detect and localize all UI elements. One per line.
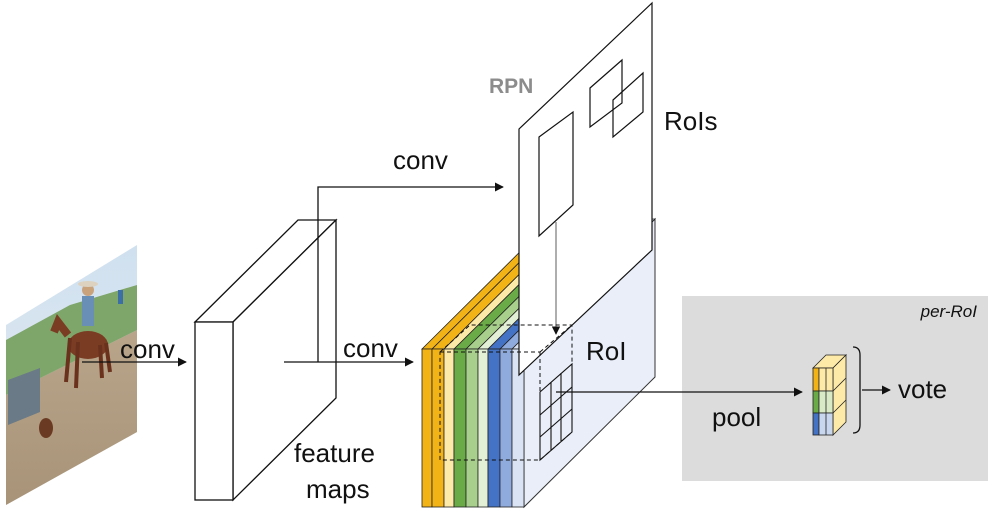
rois-label: RoIs <box>664 106 717 136</box>
conv-input-label: conv <box>120 334 175 364</box>
conv-rpn-arrow <box>317 182 504 362</box>
rpn-proposal-box <box>612 71 644 139</box>
vote-label: vote <box>898 374 947 404</box>
per-roi-label: per-RoI <box>920 302 978 321</box>
input-image <box>6 245 137 505</box>
rpn-proposal-box <box>589 58 623 129</box>
conv-top-label: conv <box>393 145 448 175</box>
rpn-proposal-box <box>538 110 574 238</box>
feature-maps-box <box>193 218 338 502</box>
rpn-label: RPN <box>489 75 533 98</box>
pooled-feature <box>812 354 847 436</box>
feature-maps-label-line1: feature <box>294 438 375 468</box>
vote-bracket <box>852 346 861 434</box>
pool-label: pool <box>712 402 761 432</box>
feature-maps-label-line2: maps <box>306 474 370 504</box>
conv-mid-label: conv <box>343 333 398 363</box>
rpn-plane <box>518 1 653 377</box>
roi-label: RoI <box>586 336 626 366</box>
